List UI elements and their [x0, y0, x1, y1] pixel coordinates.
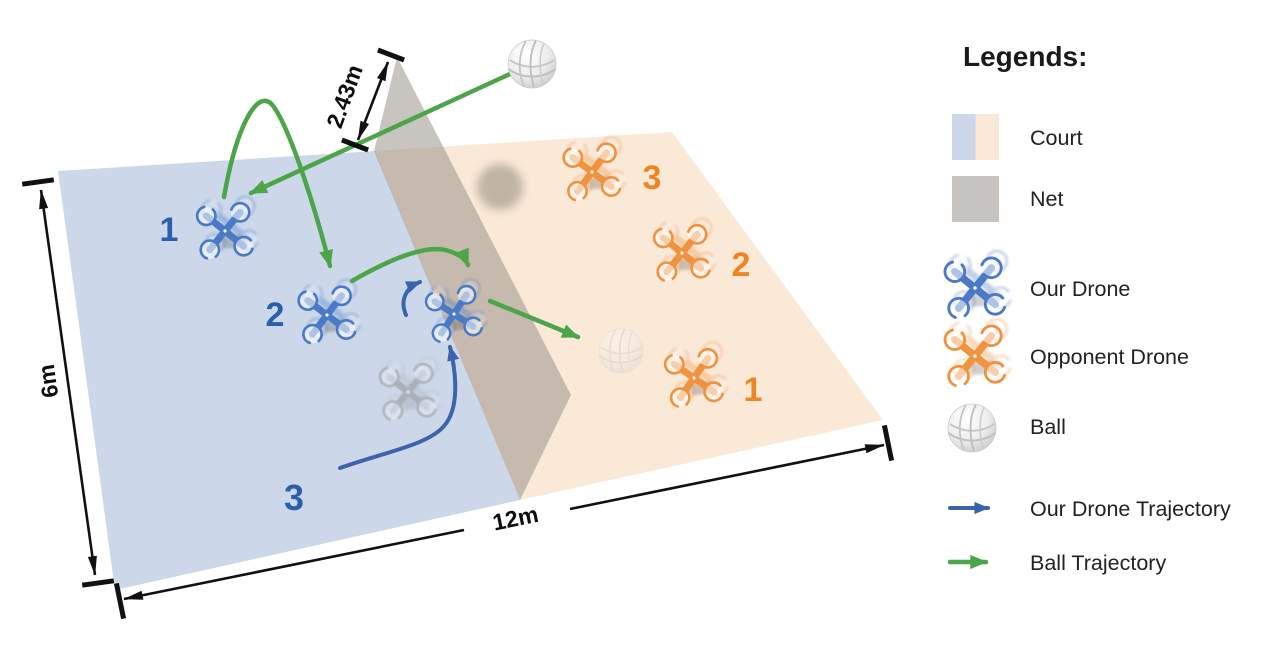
- legend-ball-icon: [947, 403, 997, 453]
- legend-court-label: Court: [1030, 126, 1083, 150]
- opponent-drone-2-label: 2: [732, 246, 751, 284]
- legend-net-label: Net: [1030, 187, 1063, 211]
- legend-opponent-drone-icon: [943, 318, 1012, 387]
- legend-our-trajectory-label: Our Drone Trajectory: [1030, 497, 1231, 521]
- legend-court-swatch: [952, 114, 999, 160]
- volleyball: [507, 39, 557, 89]
- opponent-drone-3-label: 3: [643, 159, 662, 197]
- net-surface: [374, 57, 571, 500]
- court-width-label: 6m: [33, 363, 63, 400]
- our-drone-trajectories: [338, 280, 460, 470]
- landing-ball-ghost: [597, 328, 645, 374]
- legend-opponent-drone-label: Opponent Drone: [1030, 345, 1189, 369]
- legend-our-drone-label: Our Drone: [1030, 277, 1130, 301]
- legend: Legends: Court Net Our Drone Opponent Dr…: [943, 41, 1231, 575]
- legend-our-drone-icon: [943, 250, 1012, 319]
- legend-ball-trajectory-label: Ball Trajectory: [1030, 551, 1166, 575]
- our-drone-3-label: 3: [284, 477, 304, 518]
- our-drone-2-label: 2: [266, 296, 285, 334]
- opponent-drone-1-label: 1: [744, 371, 763, 409]
- net-height-label: 2.43m: [321, 61, 368, 131]
- ball-trajectory-pass: [221, 98, 333, 269]
- our-drone-trajectory-long: [338, 345, 460, 470]
- ball-trajectory-spike: [487, 298, 581, 340]
- our-drone-trajectory-short: [401, 280, 422, 317]
- our-court-surface: [58, 151, 520, 590]
- legend-ball-label: Ball: [1030, 415, 1066, 439]
- ball-trajectory-set: [349, 246, 471, 284]
- legend-net-swatch: [952, 176, 999, 222]
- ball-shadow: [477, 164, 523, 210]
- court-width-dimension: 6m: [21, 177, 115, 588]
- legend-title: Legends:: [963, 41, 1087, 72]
- court-length-label: 12m: [490, 501, 540, 536]
- our-drone-1-label: 1: [160, 211, 179, 249]
